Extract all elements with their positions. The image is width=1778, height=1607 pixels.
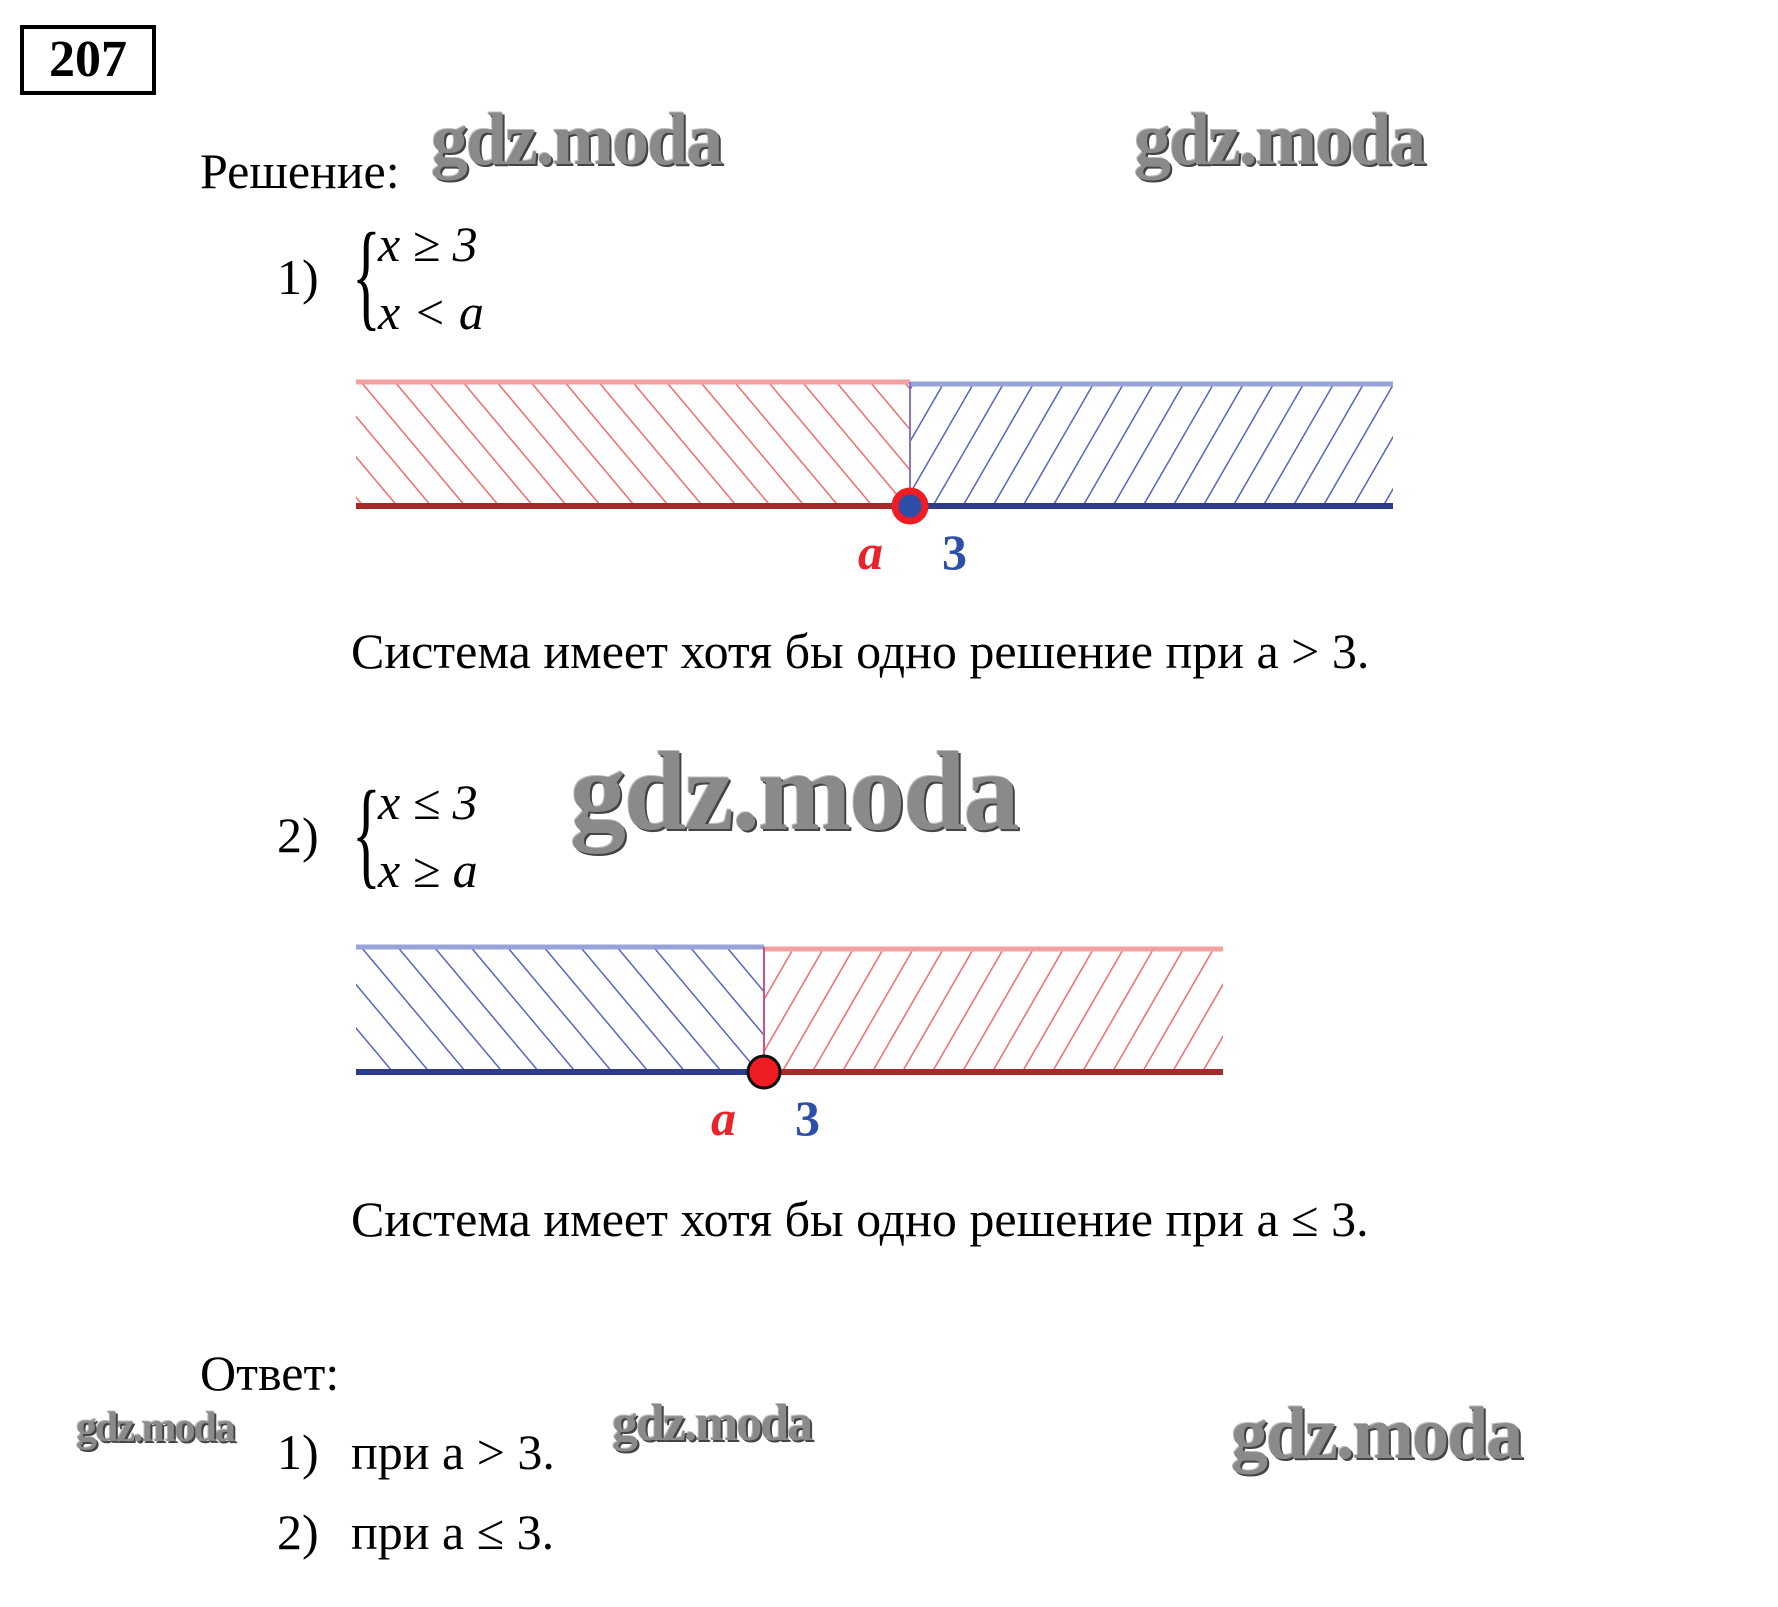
solution-label: Решение: [200, 143, 400, 199]
system-line: x ≥ 3 [378, 216, 478, 272]
point-label-a: a [858, 524, 883, 580]
part2-label: 2) [277, 807, 319, 863]
watermark: gdz.moda [570, 730, 1020, 854]
answer-item-text: при a ≤ 3. [351, 1504, 555, 1560]
system-line: x ≤ 3 [378, 774, 478, 830]
system-brace: { [352, 766, 381, 899]
part1-label: 1) [277, 249, 319, 305]
point-label-a: a [711, 1090, 736, 1146]
point-label-3: 3 [795, 1090, 820, 1146]
number-line-2 [356, 944, 1223, 1090]
answer-label: Ответ: [200, 1345, 340, 1401]
watermark: gdz.moda [76, 1405, 236, 1451]
part2-conclusion: Система имеет хотя бы одно решение при a… [351, 1191, 1369, 1247]
answer-item-label: 2) [277, 1504, 319, 1560]
answer-item-label: 1) [277, 1424, 319, 1480]
region-x-less-a [356, 382, 910, 506]
system-line: x ≥ a [378, 842, 478, 898]
point-a-3 [891, 487, 929, 525]
region-x-ge-a [764, 949, 1223, 1072]
watermark: gdz.moda [1231, 1393, 1523, 1475]
region-x-le-3 [356, 947, 764, 1072]
watermark: gdz.moda [612, 1395, 813, 1452]
answer-item-text: при a > 3. [351, 1424, 555, 1480]
watermark: gdz.moda [431, 99, 723, 181]
region-x-ge-3 [910, 384, 1393, 506]
point-a-3 [746, 1054, 782, 1090]
number-line-1 [356, 379, 1393, 525]
system-brace: { [352, 208, 381, 341]
watermark: gdz.moda [1134, 99, 1426, 181]
system-line: x < a [378, 284, 484, 340]
part1-conclusion: Система имеет хотя бы одно решение при a… [351, 623, 1370, 679]
point-label-3: 3 [942, 524, 967, 580]
problem-number: 207 [20, 25, 156, 95]
